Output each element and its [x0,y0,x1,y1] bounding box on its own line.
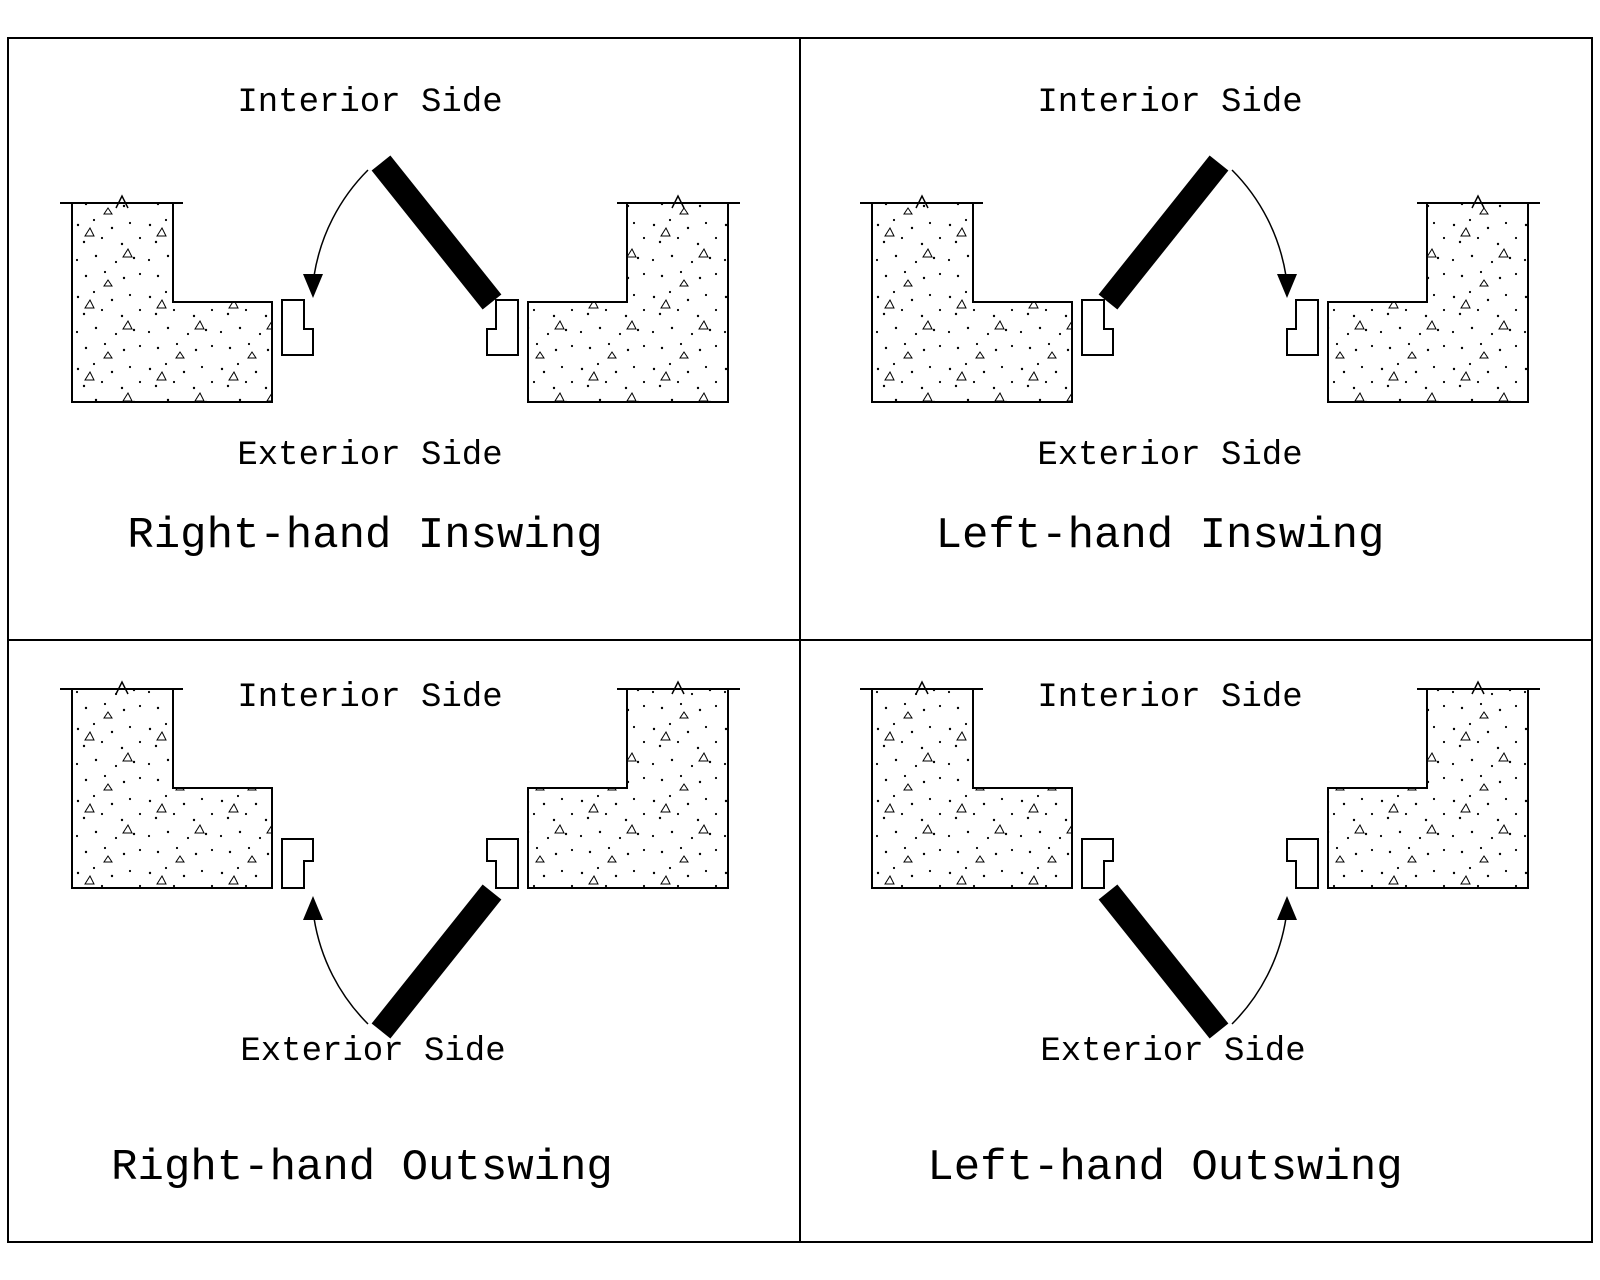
exterior-side-label-bottom-left: Exterior Side [240,1033,506,1071]
walls-top-right [859,195,1541,403]
quadrant-title-bottom-left: Right-hand Outswing [111,1143,613,1193]
door-top-left [303,163,492,302]
door-bottom-right [1108,892,1297,1031]
interior-side-label-bottom-left: Interior Side [237,679,503,717]
walls-top-left [59,195,741,403]
quadrant-title-top-left: Right-hand Inswing [127,511,603,561]
quadrant-title-top-right: Left-hand Inswing [935,511,1385,561]
exterior-side-label-top-right: Exterior Side [1037,437,1303,475]
interior-side-label-top-left: Interior Side [237,84,503,122]
exterior-side-label-top-left: Exterior Side [237,437,503,475]
door-top-right [1108,163,1297,302]
door-bottom-left [303,892,492,1031]
interior-side-label-top-right: Interior Side [1037,84,1303,122]
interior-side-label-bottom-right: Interior Side [1037,679,1303,717]
exterior-side-label-bottom-right: Exterior Side [1040,1033,1306,1071]
quadrant-title-bottom-right: Left-hand Outswing [927,1143,1403,1193]
